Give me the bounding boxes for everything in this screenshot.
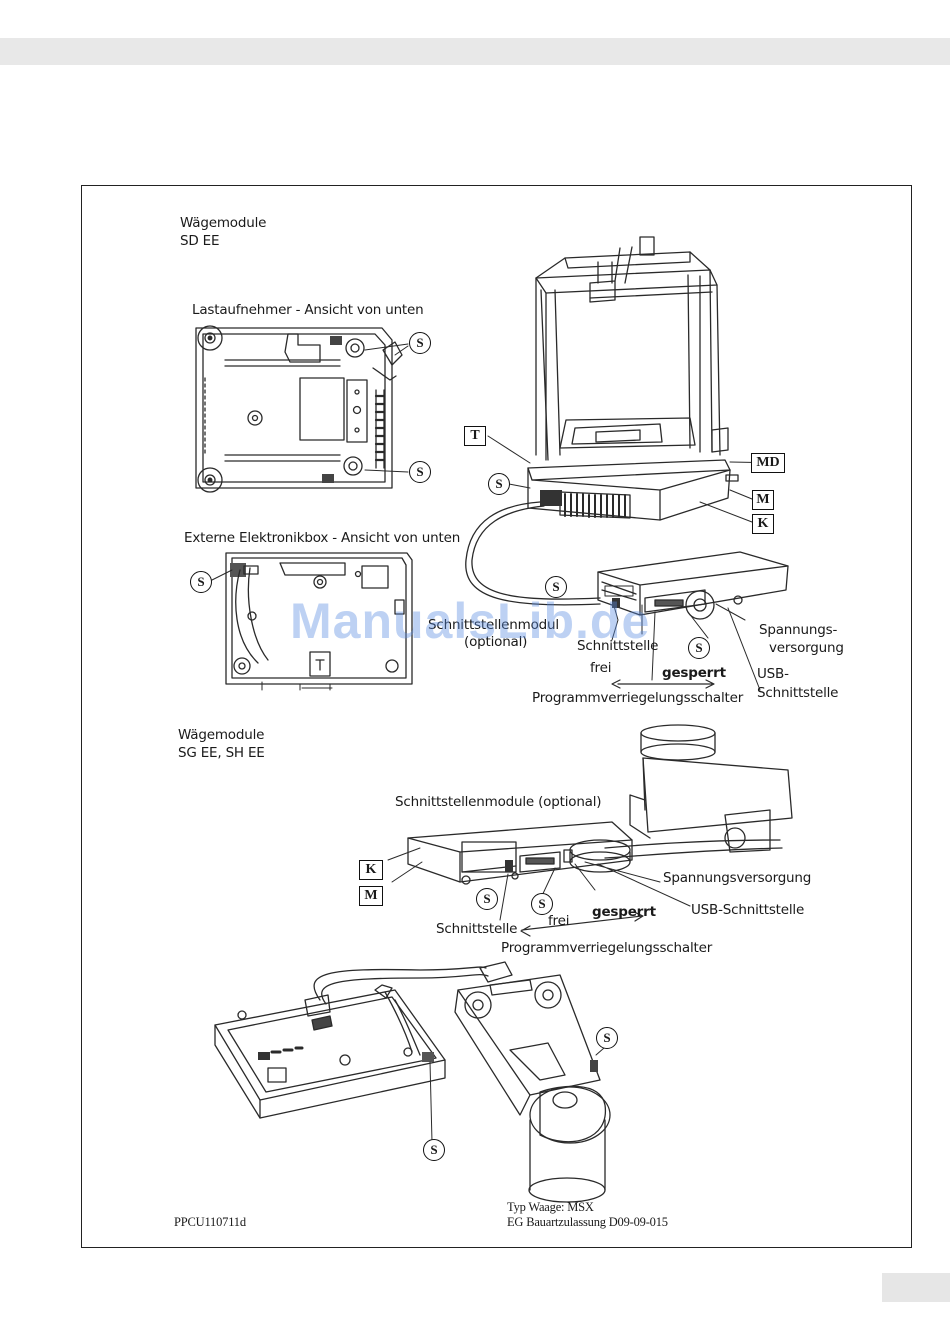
section1-model: SD EE — [180, 233, 220, 249]
electronics-box-perspective — [214, 966, 489, 1119]
type-approval: EG Bauartzulassung D09-09-015 — [507, 1215, 668, 1229]
marker-m: M — [359, 886, 383, 906]
marker-s: S — [476, 888, 498, 910]
section2-model: SG EE, SH EE — [178, 745, 265, 761]
scale-type: Typ Waage: MSX — [507, 1200, 594, 1214]
figure-frame — [81, 185, 912, 1248]
interface-module-label: Schnittstellenmodul — [428, 617, 559, 633]
marker-t: T — [464, 426, 486, 446]
interface-module-optional: (optional) — [464, 634, 528, 650]
marker-s: S — [409, 332, 431, 354]
usb-label-1: USB- — [757, 666, 789, 682]
electronics-box-sd — [597, 551, 789, 691]
marker-s: S — [531, 893, 553, 915]
interface-label: Schnittstelle — [436, 921, 518, 937]
free-label: frei — [590, 660, 612, 676]
marker-m: M — [752, 490, 774, 510]
weighing-module-perspective — [429, 961, 611, 1203]
marker-s: S — [488, 473, 510, 495]
balance-draft-shield — [465, 236, 739, 606]
interface-modules-label: Schnittstellenmodule (optional) — [395, 794, 602, 810]
marker-s: S — [688, 637, 710, 659]
electronics-box-bottom-view — [225, 552, 413, 691]
usb-interface-label: USB-Schnittstelle — [691, 902, 805, 918]
marker-s: S — [409, 461, 431, 483]
power-supply-label: Spannungsversorgung — [663, 870, 812, 886]
marker-k: K — [752, 514, 774, 534]
section2-title: Wägemodule — [178, 727, 265, 743]
power-label-1: Spannungs- — [759, 622, 838, 638]
bottom-view-caption: Lastaufnehmer - Ansicht von unten — [192, 302, 424, 318]
drawing-code: PPCU110711d — [174, 1215, 246, 1229]
marker-s: S — [423, 1139, 445, 1161]
watermark: ManualsLib.de — [290, 593, 651, 649]
electronics-box-caption: Externe Elektronikbox - Ansicht von unte… — [184, 530, 461, 546]
section1-title: Wägemodule — [180, 215, 267, 231]
usb-label-2: Schnittstelle — [757, 685, 839, 701]
power-label-2: versorgung — [769, 640, 844, 656]
load-receptor-bottom-view — [195, 325, 409, 493]
electronics-box-sg — [387, 821, 691, 937]
header-band — [0, 38, 950, 65]
marker-md: MD — [751, 453, 785, 473]
marker-k: K — [359, 860, 383, 880]
locked-label: gesperrt — [662, 665, 726, 681]
lock-switch-label: Programmverriegelungsschalter — [532, 690, 744, 706]
free-label: frei — [548, 913, 570, 929]
page-number-tab — [882, 1273, 950, 1302]
weighing-module-sg — [569, 724, 793, 873]
marker-s: S — [190, 571, 212, 593]
locked-label: gesperrt — [592, 904, 656, 920]
marker-s: S — [596, 1027, 618, 1049]
marker-s: S — [545, 576, 567, 598]
interface-label: Schnittstelle — [577, 638, 659, 654]
lock-switch-label: Programmverriegelungsschalter — [501, 940, 713, 956]
